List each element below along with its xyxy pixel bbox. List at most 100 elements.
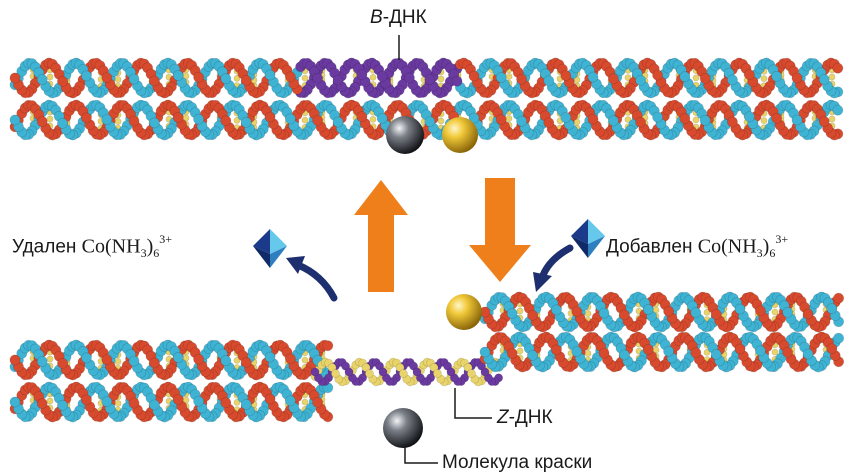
helix-bead (148, 357, 160, 369)
helix-bead (690, 347, 702, 359)
helix-bead (264, 393, 276, 405)
helix-bead (505, 115, 513, 122)
helix-bead (172, 70, 184, 81)
helix-bead (220, 115, 232, 127)
helix-bead (826, 303, 838, 314)
helix-bead (356, 111, 368, 122)
helix-bead (193, 71, 204, 83)
helix-bead (692, 116, 700, 124)
helix-bead (264, 111, 276, 123)
helix-bead (584, 310, 592, 317)
dye-leader-line (404, 445, 438, 464)
helix-bead (755, 305, 766, 317)
helix-bead (9, 72, 21, 84)
helix-bead (101, 72, 113, 83)
helix-bead (344, 367, 354, 377)
helix-bead (424, 74, 436, 85)
helix-bead (699, 73, 711, 84)
helix-bead (782, 346, 793, 358)
helix-bead (642, 344, 654, 355)
helix-bead (642, 304, 654, 315)
helix-bead (571, 346, 583, 357)
helix-bead (619, 349, 630, 361)
helix-bead (744, 111, 755, 123)
z-dna-leader-line (454, 388, 492, 419)
helix-bead (791, 114, 803, 126)
curved-arrow-left-icon (286, 256, 338, 302)
helix-bead (437, 75, 445, 83)
helix-bead (771, 112, 782, 124)
helix-bead (663, 345, 674, 357)
helix-bead (364, 369, 374, 378)
helix-bead (172, 352, 184, 363)
helix-bead (284, 71, 296, 83)
helix-bead (220, 355, 232, 367)
helix-bead (744, 69, 755, 81)
helix-bead (818, 74, 830, 85)
helix-bead (527, 349, 538, 361)
helix-bead (172, 394, 184, 405)
helix-bead (114, 76, 122, 83)
helix-bead (727, 74, 738, 86)
helix-bead (376, 71, 388, 82)
helix-bead (833, 332, 844, 344)
helix-bead (527, 309, 538, 321)
helix-bead (833, 292, 844, 304)
helix-bead (828, 115, 836, 123)
helix-bead (619, 309, 630, 321)
dye-sphere-gold-bottom (446, 294, 482, 330)
helix-bead (57, 399, 68, 411)
helix-bead (128, 73, 140, 85)
helix-bead (516, 115, 527, 127)
helix-bead (624, 74, 632, 81)
helix-bead (692, 74, 700, 82)
removed-cobalt-label: Удален Co(NH3)63+ (12, 232, 173, 261)
helix-bead (193, 113, 204, 125)
helix-bead (240, 356, 252, 368)
helix-bead (826, 343, 838, 354)
helix-bead (128, 355, 140, 367)
helix-bead (46, 397, 54, 405)
helix-bead (114, 358, 122, 365)
helix-bead (240, 75, 252, 86)
helix-bead (818, 116, 830, 127)
helix-bead (832, 104, 844, 116)
helix-bead (57, 117, 68, 129)
helix-bead (560, 112, 572, 123)
helix-bead (543, 75, 555, 87)
helix-bead (322, 340, 334, 352)
helix-bead (703, 308, 711, 316)
helix-bead (46, 115, 54, 123)
helix-bead (495, 72, 507, 83)
helix-bead (551, 344, 562, 356)
helix-bead (36, 356, 48, 367)
helix-bead (9, 114, 21, 126)
helix-bead (771, 348, 779, 356)
helix-bead (403, 72, 415, 84)
helix-bead (301, 74, 309, 82)
helix-bead (543, 117, 555, 129)
helix-bead (233, 75, 241, 82)
helix-bead (635, 116, 646, 128)
cobalt-complex-right-icon (571, 219, 605, 258)
helix-bead (332, 116, 344, 128)
helix-bead (437, 117, 445, 125)
helix-bead (679, 113, 691, 125)
helix-bead (233, 356, 241, 364)
helix-bead (312, 396, 323, 408)
helix-bead (703, 348, 711, 356)
helix-bead (9, 396, 21, 408)
helix-bead (376, 113, 388, 124)
helix-bead (284, 113, 296, 125)
dye-molecule-label: Молекула краски (442, 452, 593, 473)
helix-bead (584, 350, 592, 357)
helix-bead (81, 112, 92, 124)
helix-bead (369, 74, 377, 81)
helix-bead (516, 73, 527, 85)
helix-bead (771, 308, 779, 316)
helix-bead (608, 73, 619, 85)
helix-bead (312, 114, 323, 126)
helix-bead (369, 116, 377, 123)
